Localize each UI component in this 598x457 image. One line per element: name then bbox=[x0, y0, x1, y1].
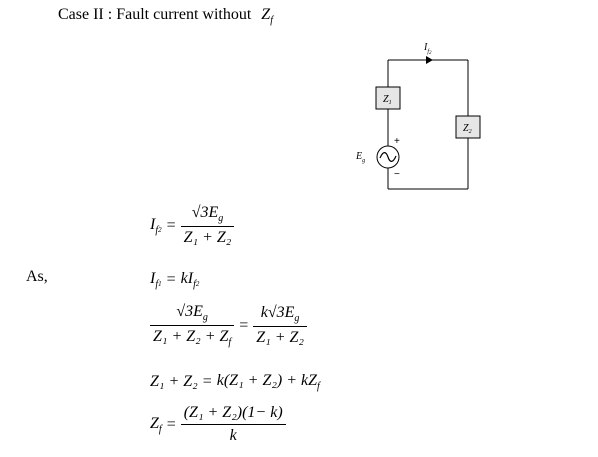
as-label: As, bbox=[26, 268, 48, 285]
circuit-diagram: If2 Z1 Z2 Eg + − bbox=[355, 42, 481, 190]
z1-label: Z1 bbox=[383, 94, 392, 106]
equation-4: Z₁ + Z₂ = k(Z₁ + Z₂) + kZf bbox=[150, 372, 320, 392]
sine-icon bbox=[379, 152, 397, 162]
eq3-left-denominator: Z₁ + Z₂ + Zf bbox=[153, 328, 232, 348]
minus-sign: − bbox=[394, 169, 400, 180]
eq5-numerator: (Z₁ + Z₂)(1− k) bbox=[180, 404, 286, 425]
eq2-lhs: If1 bbox=[150, 270, 162, 290]
eq1-denominator: Z₁ + Z₂ bbox=[183, 229, 232, 246]
equation-3: √3Eg Z₁ + Z₂ + Zf = k√3Eg Z₁ + Z₂ bbox=[150, 303, 307, 348]
eq4-rhs: k(Z₁ + Z₂) + kZf bbox=[216, 372, 320, 392]
source-label: Eg bbox=[355, 151, 365, 164]
current-label: If2 bbox=[423, 42, 432, 56]
eq3-left-numerator: √3Eg bbox=[150, 303, 235, 326]
eq1-lhs: If2 bbox=[150, 215, 162, 236]
eq2-rhs: kIf2 bbox=[180, 270, 200, 290]
equation-2: If1 = kIf2 bbox=[150, 270, 200, 290]
eq3-right-fraction: k√3Eg Z₁ + Z₂ bbox=[253, 304, 307, 347]
heading-symbol: Zf bbox=[261, 6, 273, 26]
eq5-denominator: k bbox=[229, 427, 237, 444]
eq1-numerator: √3Eg bbox=[180, 204, 235, 227]
eq3-right-denominator: Z₁ + Z₂ bbox=[256, 329, 304, 346]
eq3-right-numerator: k√3Eg bbox=[253, 304, 307, 327]
plus-sign: + bbox=[394, 136, 400, 147]
equation-1: If2 = √3Eg Z₁ + Z₂ bbox=[150, 204, 235, 247]
eq5-lhs: Zf bbox=[150, 414, 162, 435]
heading-text: Case II : Fault current without bbox=[58, 6, 252, 23]
z2-label: Z2 bbox=[463, 123, 472, 135]
equation-5: Zf = (Z₁ + Z₂)(1− k) k bbox=[150, 404, 286, 445]
z2-box bbox=[455, 115, 481, 139]
eq1-fraction: √3Eg Z₁ + Z₂ bbox=[180, 204, 235, 247]
eq4-lhs: Z₁ + Z₂ bbox=[150, 373, 198, 390]
z1-box bbox=[375, 86, 401, 110]
heading-symbol-sub: f bbox=[270, 15, 273, 26]
heading: Case II : Fault current without Zf bbox=[58, 6, 273, 26]
heading-symbol-letter: Z bbox=[261, 6, 271, 23]
eq3-left-fraction: √3Eg Z₁ + Z₂ + Zf bbox=[150, 303, 235, 348]
eq5-fraction: (Z₁ + Z₂)(1− k) k bbox=[180, 404, 286, 445]
current-arrow-icon bbox=[426, 56, 433, 64]
